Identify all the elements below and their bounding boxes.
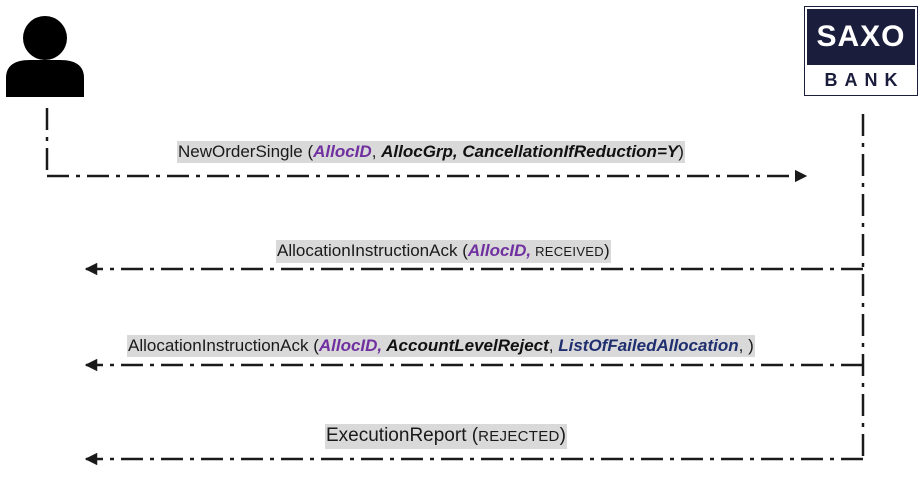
param-allocid: AllocID, [318, 336, 383, 355]
message-ack-received-label: AllocationInstructionAck (AllocID, RECEI… [276, 240, 611, 263]
status-rejected: REJECTED [478, 428, 560, 445]
saxo-bank-logo: SAXO BANK [804, 6, 918, 96]
message-ack-reject-label: AllocationInstructionAck (AllocID, Accou… [127, 335, 755, 357]
param-account-level-reject: AccountLevelReject [382, 336, 549, 355]
message-execution-report-label: ExecutionReport (REJECTED) [325, 424, 567, 449]
status-received: RECEIVED [531, 244, 604, 259]
logo-line2: BANK [824, 70, 905, 90]
message-name: NewOrderSingle [178, 142, 303, 161]
param-allocid: AllocID, [467, 241, 532, 260]
message-name: AllocationInstructionAck [128, 336, 309, 355]
message-neworder-label: NewOrderSingle (AllocID, AllocGrp, Cance… [177, 141, 685, 163]
param-allocid: AllocID [313, 142, 372, 161]
message-name: ExecutionReport [326, 425, 467, 446]
param-list-of-failed-allocation: ListOfFailedAllocation [558, 336, 739, 355]
logo-line1: SAXO [807, 9, 915, 65]
message-name: AllocationInstructionAck [277, 241, 458, 260]
person-icon [6, 16, 84, 97]
param-allocgrp: AllocGrp, CancellationIfReduction=Y [381, 142, 679, 161]
